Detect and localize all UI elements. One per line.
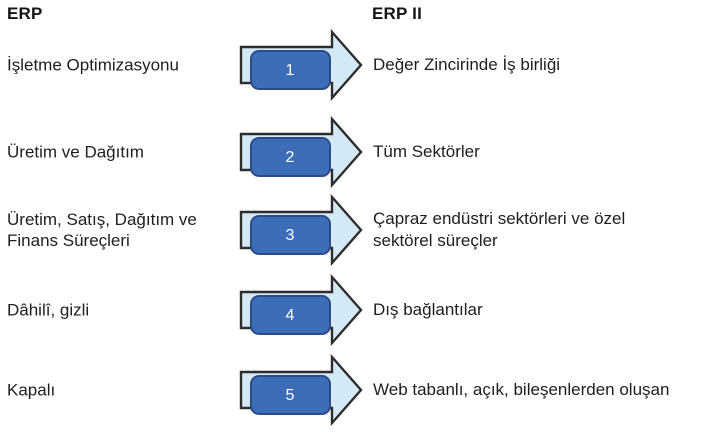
- step-badge: [250, 50, 331, 90]
- erp2-feature-label: Dış bağlantılar: [373, 300, 483, 319]
- transition-arrow-2: 2: [238, 115, 364, 189]
- right-arrow-icon: 2: [239, 115, 363, 189]
- step-number: 3: [286, 227, 295, 244]
- erp2-feature-label: Tüm Sektörler: [373, 142, 480, 161]
- erp2-feature-label: Web tabanlı, açık, bileşenlerden oluşan: [373, 380, 670, 399]
- right-arrow-icon: 5: [239, 353, 363, 427]
- erp2-feature-label: Çapraz endüstri sektörleri ve özel sektö…: [373, 209, 626, 250]
- step-number: 2: [286, 149, 295, 166]
- diagram-row-2: Üretim ve Dağıtım 2 Tüm Sektörler: [0, 112, 724, 192]
- transition-arrow-1: 1: [238, 28, 364, 102]
- diagram-row-5: Kapalı 5 Web tabanlı, açık, bileşenlerde…: [0, 350, 724, 430]
- transition-arrow-4: 4: [238, 273, 364, 347]
- diagram-row-3: Üretim, Satış, Dağıtım ve Finans Süreçle…: [0, 190, 724, 270]
- erp2-feature-label: Değer Zincirinde İş birliği: [373, 55, 561, 74]
- erp-feature-label: Dâhilî, gizli: [7, 300, 90, 320]
- erp-feature-label: Üretim, Satış, Dağıtım ve Finans Süreçle…: [7, 210, 197, 250]
- column-header-erp2: ERP II: [372, 4, 423, 23]
- step-badge: [250, 215, 331, 255]
- right-arrow-icon: 1: [239, 28, 363, 102]
- column-header-erp: ERP: [7, 4, 43, 23]
- diagram-row-4: Dâhilî, gizli 4 Dış bağlantılar: [0, 270, 724, 350]
- step-badge: [250, 375, 331, 415]
- right-arrow-icon: 4: [239, 273, 363, 347]
- transition-arrow-5: 5: [238, 353, 364, 427]
- transition-arrow-3: 3: [238, 193, 364, 267]
- step-number: 4: [286, 307, 295, 324]
- step-number: 1: [286, 62, 295, 79]
- erp-feature-label: Üretim ve Dağıtım: [7, 142, 144, 162]
- step-number: 5: [286, 387, 295, 404]
- step-badge: [250, 137, 331, 177]
- step-badge: [250, 295, 331, 335]
- right-arrow-icon: 3: [239, 193, 363, 267]
- erp-feature-label: İşletme Optimizasyonu: [7, 55, 179, 75]
- erp-feature-label: Kapalı: [7, 380, 56, 400]
- diagram-row-1: İşletme Optimizasyonu 1 Değer Zincirinde…: [0, 25, 724, 105]
